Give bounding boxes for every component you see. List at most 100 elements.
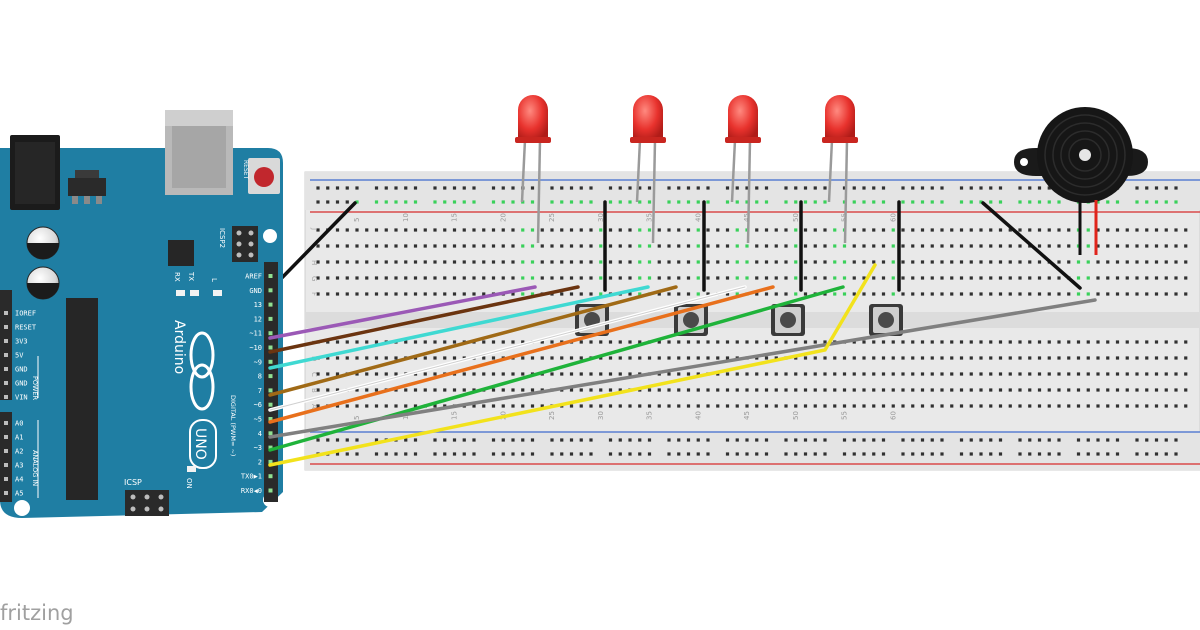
breadboard-hole	[881, 340, 886, 344]
breadboard-hole	[1115, 260, 1120, 264]
breadboard-hole	[881, 388, 886, 392]
breadboard-hole	[803, 292, 808, 296]
breadboard-hole	[774, 244, 778, 248]
breadboard-hole	[540, 388, 544, 392]
breadboard-hole	[579, 388, 583, 392]
rail-hole	[920, 200, 925, 204]
breadboard-hole	[696, 260, 700, 264]
rail-hole	[374, 186, 379, 190]
breadboard-hole	[1164, 228, 1168, 232]
breadboard-hole	[569, 292, 574, 296]
analog-pin[interactable]	[4, 477, 8, 481]
power-pin[interactable]	[4, 311, 8, 315]
analog-pin[interactable]	[4, 421, 8, 425]
breadboard-hole	[608, 244, 613, 248]
rail-hole	[677, 452, 681, 456]
digital-pin[interactable]	[268, 316, 273, 321]
breadboard-hole	[423, 372, 427, 376]
wire-gnd-black	[268, 201, 357, 292]
digital-pin-label: 8	[258, 373, 262, 381]
rail-hole	[462, 186, 466, 190]
breadboard-hole	[365, 244, 369, 248]
reset-button-cap[interactable]	[254, 167, 274, 187]
breadboard-hole	[774, 228, 778, 232]
digital-pin[interactable]	[268, 388, 273, 393]
breadboard-hole	[599, 244, 603, 248]
rail-hole	[1086, 452, 1090, 456]
breadboard-hole	[716, 404, 720, 408]
digital-pin[interactable]	[268, 431, 273, 436]
breadboard-hole	[755, 388, 759, 392]
breadboard-hole	[540, 276, 544, 280]
digital-pin[interactable]	[268, 374, 273, 379]
breadboard-hole	[998, 228, 1003, 232]
breadboard-hole	[1154, 404, 1159, 408]
rail-hole	[1154, 438, 1159, 442]
breadboard-hole	[667, 260, 671, 264]
breadboard-hole	[345, 356, 349, 360]
breadboard-hole	[550, 372, 554, 376]
rail-hole	[569, 186, 574, 190]
digital-pin[interactable]	[268, 302, 273, 307]
digital-pin[interactable]	[268, 359, 273, 364]
breadboard-hole	[901, 260, 905, 264]
digital-pin-label: ~3	[254, 444, 262, 452]
rail-hole	[911, 452, 915, 456]
breadboard-hole	[1047, 356, 1051, 360]
analog-pin[interactable]	[4, 449, 8, 453]
digital-pin[interactable]	[268, 288, 273, 293]
breadboard-hole	[755, 228, 759, 232]
rail-hole	[735, 200, 739, 204]
breadboard-hole	[1174, 228, 1178, 232]
rail-hole	[764, 200, 769, 204]
breadboard-hole	[1076, 388, 1081, 392]
breadboard-hole	[335, 244, 340, 248]
breadboard-hole	[667, 388, 671, 392]
digital-pin[interactable]	[268, 445, 273, 450]
rail-hole	[735, 438, 739, 442]
digital-pin[interactable]	[268, 274, 273, 278]
digital-pin[interactable]	[268, 345, 273, 350]
power-pin-label: 5V	[15, 352, 24, 360]
breadboard-hole	[852, 260, 856, 264]
rail-hole	[404, 186, 408, 190]
breadboard-hole	[1115, 292, 1120, 296]
power-pin[interactable]	[4, 367, 8, 371]
breadboard-hole	[940, 356, 944, 360]
digital-pin[interactable]	[268, 488, 273, 493]
rail-hole	[667, 186, 671, 190]
power-pin[interactable]	[4, 339, 8, 343]
analog-pin[interactable]	[4, 491, 8, 495]
breadboard-hole	[969, 228, 973, 232]
power-pin[interactable]	[4, 325, 8, 329]
digital-pin[interactable]	[268, 402, 273, 407]
breadboard-hole	[1145, 372, 1149, 376]
breadboard-hole	[852, 244, 856, 248]
breadboard-hole	[706, 388, 710, 392]
breadboard-hole	[1096, 356, 1100, 360]
breadboard-hole	[901, 228, 905, 232]
digital-pin[interactable]	[268, 417, 273, 421]
breadboard-hole	[560, 276, 564, 280]
analog-pin[interactable]	[4, 435, 8, 439]
breadboard-hole	[521, 260, 525, 264]
breadboard-hole	[365, 404, 369, 408]
breadboard-hole	[608, 340, 613, 344]
analog-pin[interactable]	[4, 463, 8, 467]
digital-pin[interactable]	[268, 474, 273, 479]
breadboard-hole	[842, 276, 847, 280]
breadboard-hole	[657, 388, 661, 392]
digital-pin[interactable]	[268, 459, 273, 464]
rail-hole	[1076, 452, 1081, 456]
rail-hole	[384, 200, 388, 204]
breadboard-hole	[1164, 276, 1168, 280]
rail-hole	[930, 452, 934, 456]
digital-pin[interactable]	[268, 331, 273, 336]
power-pin[interactable]	[4, 395, 8, 399]
rail-hole	[521, 452, 525, 456]
power-pin[interactable]	[4, 381, 8, 385]
breadboard-hole	[794, 292, 798, 296]
breadboard-hole	[628, 372, 632, 376]
power-pin[interactable]	[4, 353, 8, 357]
rail-hole	[1096, 452, 1100, 456]
